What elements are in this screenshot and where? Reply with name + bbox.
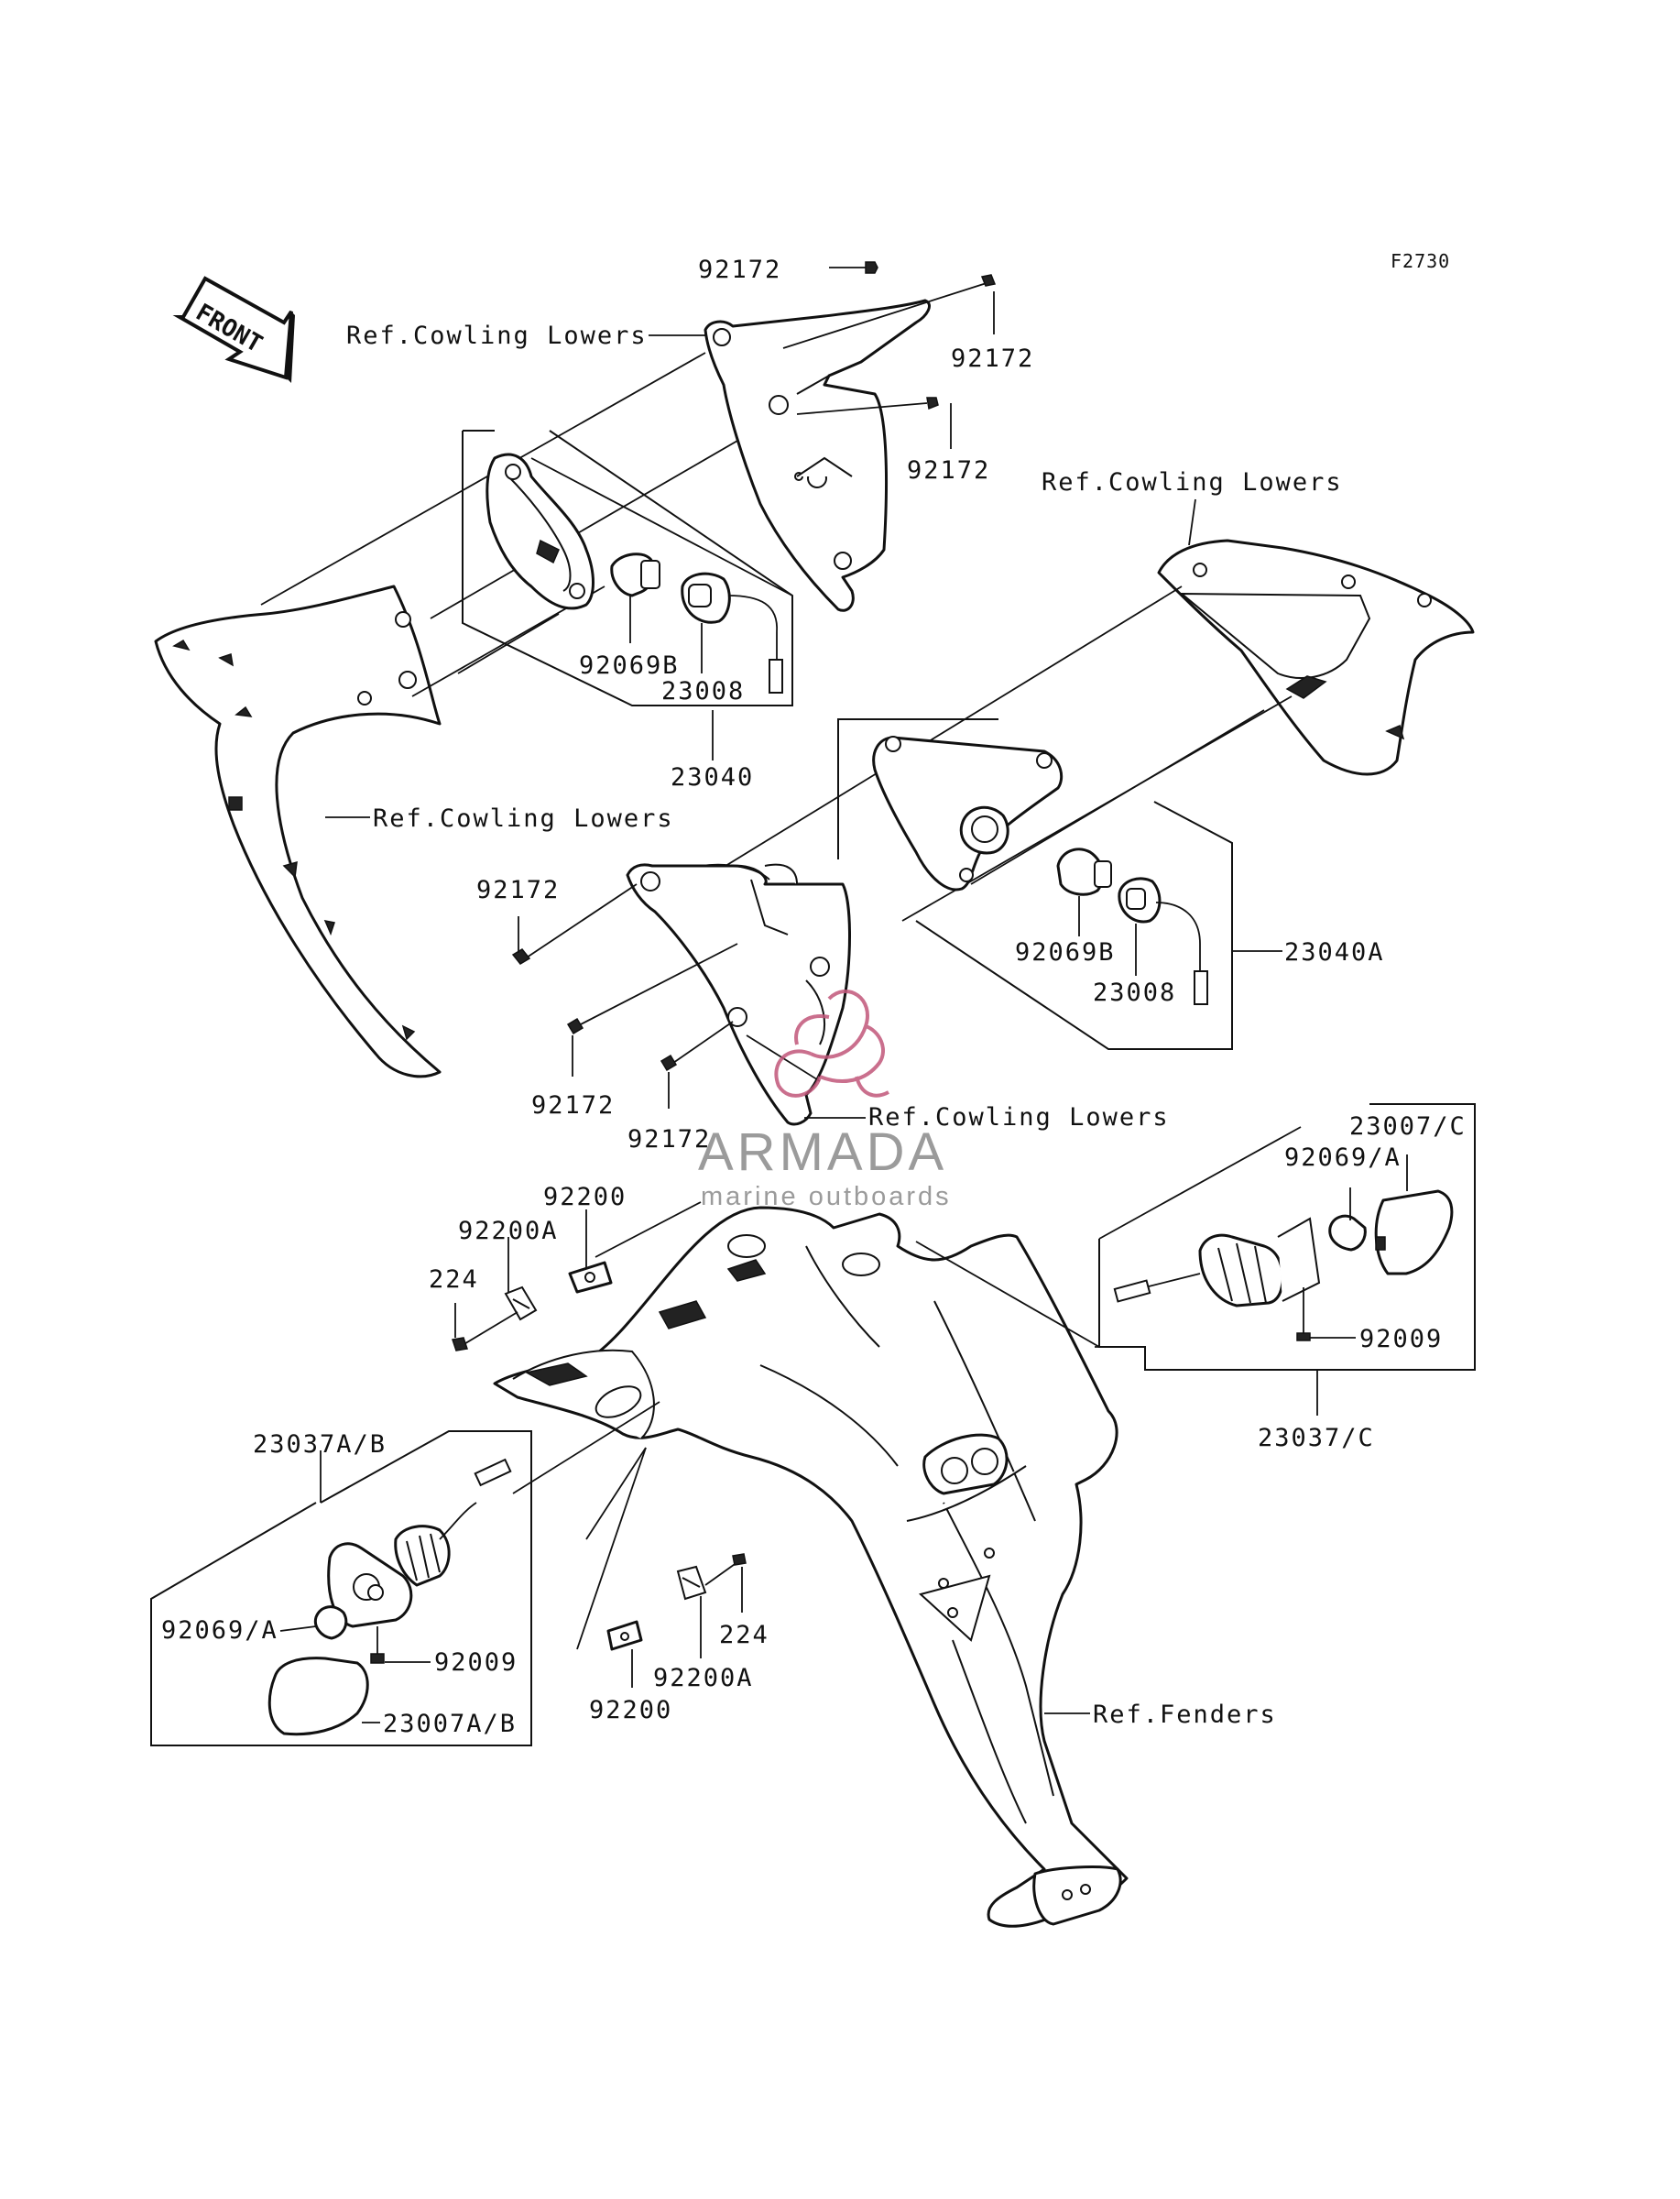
plate-92200-bottom: [606, 1620, 643, 1651]
label-92172-f: 92172: [627, 1125, 711, 1154]
screw-92172-f: [660, 1021, 734, 1072]
label-92172-e: 92172: [531, 1091, 615, 1120]
label-23037ab: 23037A/B: [253, 1430, 387, 1459]
left-cowling-lower: [154, 585, 442, 1078]
lower-bracket: [626, 863, 851, 1126]
diagram-code: F2730: [1391, 250, 1450, 272]
label-ref-cowling-4: Ref.Cowling Lowers: [868, 1103, 1170, 1132]
lens-23007c: [1374, 1189, 1454, 1275]
right-cowling-lower: [1157, 539, 1475, 776]
screw-224-bottom: [704, 1553, 747, 1586]
watermark-tagline: marine outboards: [701, 1182, 952, 1211]
label-ref-cowling-2: Ref.Cowling Lowers: [1042, 468, 1343, 497]
label-92172-b: 92172: [951, 345, 1034, 373]
clip-92200a-bottom: [676, 1565, 707, 1601]
label-23037c: 23037/C: [1258, 1424, 1375, 1452]
label-92069b-left: 92069B: [579, 651, 680, 680]
label-23007c: 23007/C: [1349, 1112, 1467, 1141]
watermark: ARMADA marine outboards: [698, 989, 952, 1211]
label-224-top: 224: [429, 1265, 479, 1294]
label-ref-fenders: Ref.Fenders: [1093, 1701, 1277, 1729]
label-23040: 23040: [671, 763, 754, 792]
label-92069a-left: 92069/A: [161, 1616, 278, 1645]
label-92069a-right: 92069/A: [1284, 1143, 1402, 1172]
label-92200-bottom: 92200: [589, 1696, 672, 1724]
label-92009-right: 92009: [1359, 1325, 1443, 1353]
socket-23008-left: [681, 572, 783, 694]
rear-fender: [493, 1206, 1129, 1928]
bulb-92069a-left: [313, 1605, 348, 1640]
turn-signal-23037c: [1113, 1217, 1321, 1307]
label-23008-left: 23008: [661, 677, 745, 706]
label-92172-a: 92172: [698, 256, 781, 284]
label-92009-left: 92009: [434, 1648, 518, 1677]
label-ref-cowling-3: Ref.Cowling Lowers: [373, 804, 674, 833]
turn-signal-23037ab: [327, 1458, 512, 1628]
label-92172-c: 92172: [907, 456, 990, 485]
screw-92172-c: [796, 397, 939, 415]
label-224-bottom: 224: [719, 1621, 769, 1649]
label-ref-cowling-1: Ref.Cowling Lowers: [346, 322, 648, 350]
plate-92200-top: [568, 1261, 613, 1294]
screw-92172-e: [566, 943, 738, 1035]
clip-92200a-top: [504, 1285, 538, 1321]
watermark-brand: ARMADA: [698, 1122, 947, 1182]
screw-224-top: [452, 1311, 518, 1351]
label-92200a-bottom: 92200A: [653, 1664, 754, 1692]
lens-23007ab: [267, 1657, 369, 1736]
bulb-92069b-left: [610, 552, 660, 597]
upper-bracket: [704, 299, 931, 612]
label-23007ab: 23007A/B: [383, 1710, 517, 1738]
label-92200-top: 92200: [543, 1183, 627, 1211]
turn-signal-23040a: [872, 736, 1064, 892]
label-92069b-right: 92069B: [1015, 938, 1116, 967]
bulb-92069a-right: [1328, 1214, 1367, 1252]
screw-92172-a: [829, 261, 878, 274]
label-23040a: 23040A: [1284, 938, 1385, 967]
turn-signal-23040: [485, 453, 595, 610]
front-arrow-icon: FRONT: [172, 276, 295, 383]
bulb-92069b-right: [1056, 848, 1112, 896]
armada-logo-icon: [774, 989, 889, 1098]
screw-92009-right: [1296, 1287, 1311, 1341]
label-92200a-top: 92200A: [458, 1217, 559, 1245]
socket-23008-right: [1118, 877, 1208, 1005]
label-92172-d: 92172: [476, 876, 560, 904]
screw-92009-left: [370, 1626, 385, 1664]
screw-92172-b: [782, 274, 997, 349]
label-23008-right: 23008: [1093, 979, 1176, 1007]
